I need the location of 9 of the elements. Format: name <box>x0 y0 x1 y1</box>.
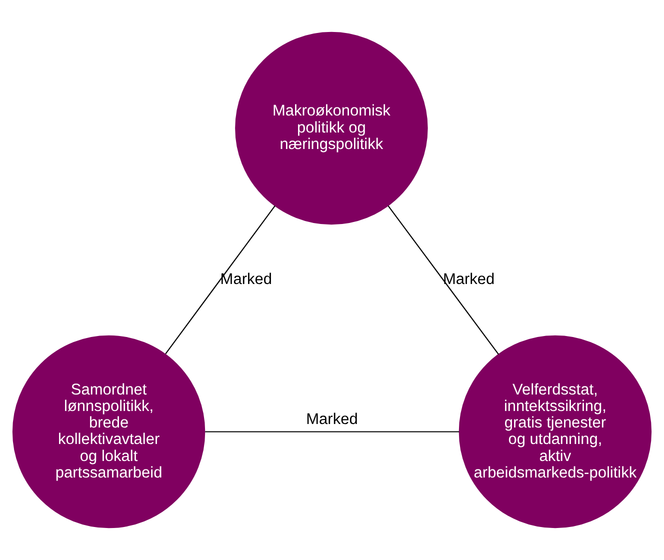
connector <box>205 431 460 432</box>
node-circle: Velferdsstat, inntektssikring, gratis tjenester og utdanning, aktiv arbeidsmarkeds-politikk <box>458 335 652 528</box>
edge-label: Marked <box>306 411 358 428</box>
edge-label: Marked <box>442 271 495 288</box>
connector <box>165 205 276 354</box>
edge-label: Marked <box>220 271 272 288</box>
node-circle: Makroøkonomisk politikk og næringspolitikk <box>235 32 428 225</box>
node-circle: Samordnet lønnspolitikk, brede kollektivavtaler og lokalt partssamarbeid <box>12 335 206 528</box>
connector <box>388 205 499 355</box>
